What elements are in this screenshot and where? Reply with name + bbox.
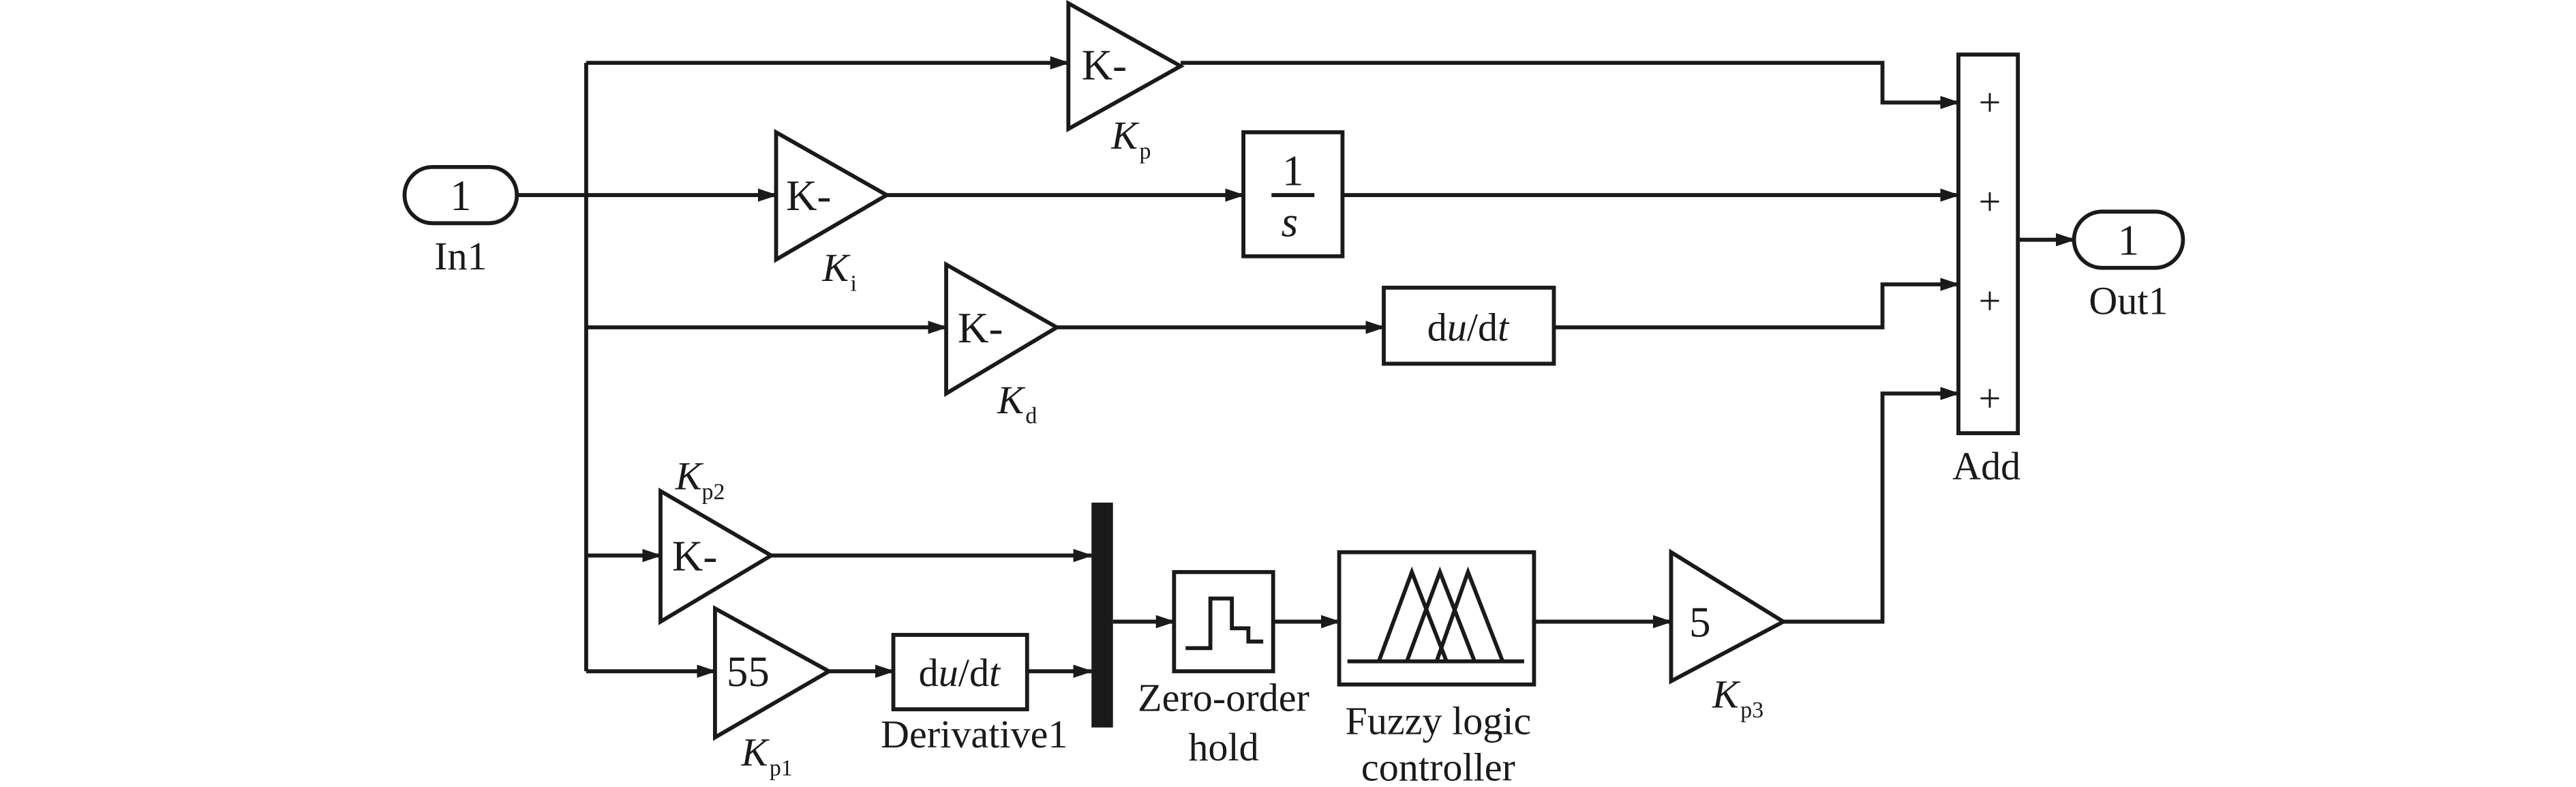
inport-number: 1 — [450, 172, 471, 220]
gain-kp2[interactable]: K- K p2 — [658, 454, 776, 625]
add-shape[interactable] — [1956, 53, 2020, 436]
zoh-label-line2: hold — [1188, 725, 1258, 769]
gain-kp2-label: K — [675, 454, 704, 499]
derivative1-text: du/dt — [919, 651, 1001, 695]
gain-kp1-shape[interactable] — [713, 605, 833, 741]
wire-kp-to-add — [1181, 61, 1960, 110]
derivative1-label: Derivative1 — [881, 712, 1067, 756]
outport-shape[interactable] — [2072, 209, 2185, 270]
add-sign-4: + — [1979, 376, 2001, 421]
integrator-numerator: 1 — [1282, 147, 1303, 195]
zoh-label-line1: Zero-order — [1138, 675, 1309, 719]
outport-number: 1 — [2118, 216, 2139, 264]
derivative1-block[interactable]: du/dt Derivative1 — [881, 633, 1067, 756]
gain-kd-label: K — [997, 378, 1026, 422]
wire-derivative-to-add — [1554, 278, 1960, 329]
gain-ki-label-sub: i — [851, 271, 857, 297]
wire-kp3-to-add — [1783, 387, 1960, 624]
zoh-block[interactable]: Zero-order hold — [1138, 569, 1309, 769]
integrator-block[interactable]: 1 s — [1241, 130, 1345, 258]
gain-kp-value: K- — [1082, 41, 1127, 89]
gain-kp1-value: 55 — [727, 648, 770, 696]
gain-ki-value: K- — [786, 172, 831, 220]
inport-in1[interactable]: 1 In1 — [402, 164, 519, 278]
membership-functions-icon — [1347, 566, 1524, 664]
gain-kp2-label-sub: p2 — [702, 479, 725, 505]
mux-block[interactable] — [1091, 503, 1113, 728]
fuzzy-label-line2: controller — [1361, 745, 1515, 787]
gain-kp-label: K — [1110, 113, 1140, 158]
gain-kp-label-sub: p — [1139, 139, 1151, 164]
outport-label: Out1 — [2089, 279, 2168, 323]
gain-kp2-shape[interactable] — [658, 487, 776, 625]
zoh-shape[interactable] — [1172, 569, 1275, 674]
derivative-text: du/dt — [1427, 305, 1510, 349]
gain-kd[interactable]: K- K d — [944, 261, 1061, 429]
gain-kp1-label: K — [741, 730, 770, 774]
wires — [517, 56, 2076, 678]
gain-kp3[interactable]: 5 K p3 — [1669, 548, 1788, 723]
inport-label: In1 — [434, 234, 487, 278]
zoh-step-icon — [1185, 596, 1264, 651]
gain-ki-label: K — [821, 246, 851, 290]
derivative-shape[interactable] — [1382, 285, 1556, 366]
gain-ki-shape[interactable] — [774, 128, 891, 263]
gain-kd-label-sub: d — [1025, 404, 1037, 429]
derivative1-shape[interactable] — [891, 633, 1029, 711]
gain-kp1[interactable]: 55 K p1 — [713, 605, 833, 781]
gain-kp3-value: 5 — [1689, 598, 1710, 646]
fuzzy-block[interactable]: Fuzzy logic controller — [1337, 550, 1536, 787]
gain-kp3-shape[interactable] — [1669, 548, 1788, 685]
gain-kp2-value: K- — [672, 532, 717, 580]
gain-kp3-label-sub: p3 — [1740, 698, 1763, 723]
gain-ki[interactable]: K- K i — [774, 128, 891, 297]
integrator-denominator: s — [1282, 198, 1299, 246]
outport-out1[interactable]: 1 Out1 — [2072, 209, 2185, 323]
gain-kp[interactable]: K- K p — [1066, 0, 1185, 164]
gain-kd-value: K- — [958, 304, 1003, 352]
fuzzy-label-line1: Fuzzy logic — [1346, 698, 1532, 743]
add-sign-3: + — [1979, 279, 2001, 323]
add-block[interactable]: + + + + Add — [1952, 53, 2020, 488]
gain-kd-shape[interactable] — [944, 261, 1061, 398]
inport-shape[interactable] — [402, 164, 519, 226]
fuzzy-shape[interactable] — [1337, 550, 1536, 687]
add-sign-1: + — [1979, 80, 2001, 125]
add-sign-2: + — [1979, 179, 2001, 224]
gain-kp-shape[interactable] — [1066, 0, 1185, 133]
derivative-block[interactable]: du/dt — [1382, 285, 1556, 366]
add-label: Add — [1952, 444, 2020, 488]
gain-kp3-label: K — [1712, 672, 1741, 717]
gain-kp1-label-sub: p1 — [770, 756, 793, 781]
